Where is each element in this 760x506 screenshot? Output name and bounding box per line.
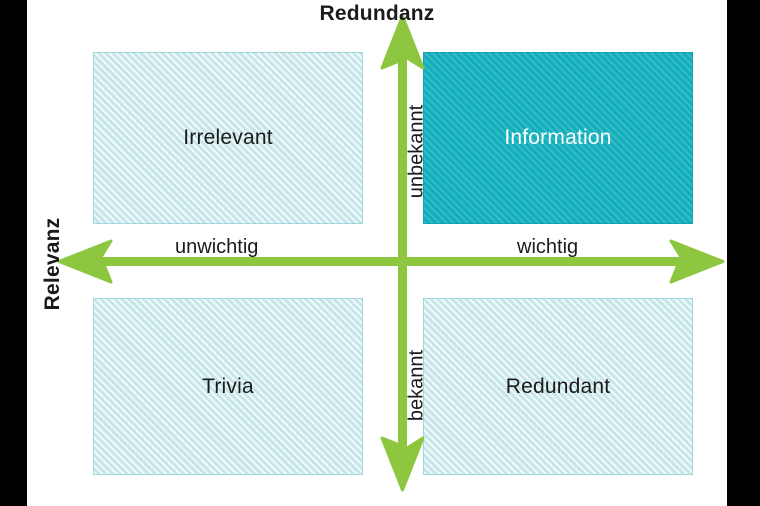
quadrant-label-trivia: Trivia [202,374,254,398]
vertical-axis-title: Redundanz [319,2,435,25]
vertical-axis-low-label: bekannt [405,349,428,422]
horizontal-axis-arrow-icon [57,239,725,284]
horizontal-axis-title: Relevanz [41,217,64,311]
quadrant-redundant[interactable]: Redundant [423,298,693,475]
vertical-axis-high-label: unbekannt [405,104,428,199]
quadrant-irrelevant[interactable]: Irrelevant [93,52,363,224]
quadrant-label-redundant: Redundant [505,374,611,398]
quadrant-trivia[interactable]: Trivia [93,298,363,475]
horizontal-axis-low-label: unwichtig [175,236,259,258]
diagram-canvas: Irrelevant Information Trivia Redundant [27,0,727,506]
quadrant-information[interactable]: Information [423,52,693,224]
horizontal-axis-high-label: wichtig [517,236,579,258]
quadrant-label-irrelevant: Irrelevant [183,126,273,149]
quadrant-label-information: Information [504,126,612,149]
